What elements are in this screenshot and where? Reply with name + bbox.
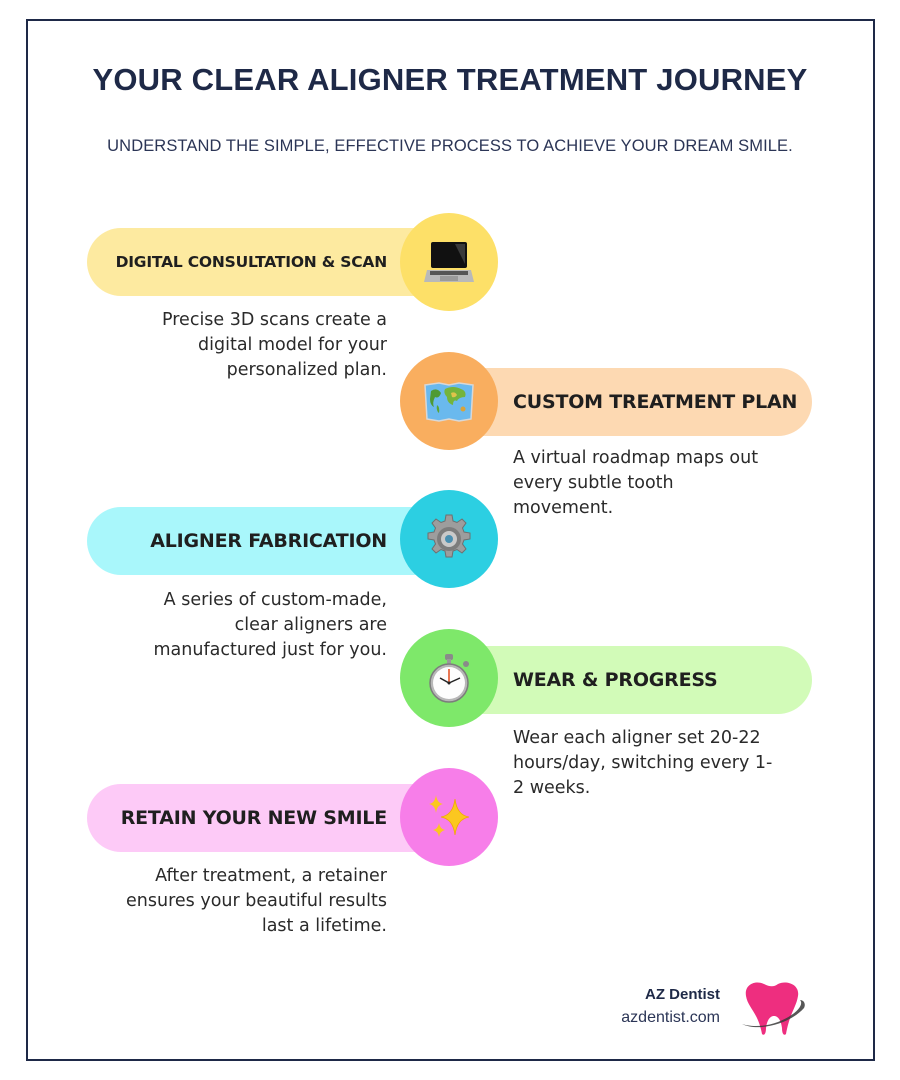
step-3-icon-circle	[400, 490, 498, 588]
step-4-title: WEAR & PROGRESS	[513, 669, 718, 691]
step-1-pill: DIGITAL CONSULTATION & SCAN	[87, 228, 447, 296]
brand-block: AZ Dentist azdentist.com	[621, 986, 720, 1027]
step-4-icon-circle	[400, 629, 498, 727]
step-1-title: DIGITAL CONSULTATION & SCAN	[115, 253, 388, 271]
page-subtitle: UNDERSTAND THE SIMPLE, EFFECTIVE PROCESS…	[107, 137, 793, 155]
step-5-pill: RETAIN YOUR NEW SMILE	[87, 784, 447, 852]
step-1-icon-circle	[400, 213, 498, 311]
world-map-icon	[424, 382, 474, 422]
step-2-pill: CUSTOM TREATMENT PLAN	[450, 368, 812, 436]
page-title: YOUR CLEAR ALIGNER TREATMENT JOURNEY	[92, 62, 808, 97]
tooth-logo-icon	[742, 982, 805, 1035]
step-2-description: A virtual roadmap maps out every subtle …	[513, 448, 759, 518]
step-2-icon-circle	[400, 352, 498, 450]
step-5-icon-circle	[400, 768, 498, 866]
step-3-description: A series of custom-made, clear aligners …	[153, 590, 388, 660]
gear-icon	[427, 514, 471, 558]
step-5-description: After treatment, a retainer ensures your…	[126, 866, 387, 936]
sparkles-icon	[429, 795, 470, 837]
brand-url: azdentist.com	[621, 1009, 720, 1026]
step-2-title: CUSTOM TREATMENT PLAN	[513, 391, 798, 413]
step-3-title: ALIGNER FABRICATION	[150, 530, 387, 552]
step-4-pill: WEAR & PROGRESS	[450, 646, 812, 714]
step-1-description: Precise 3D scans create a digital model …	[162, 310, 387, 380]
step-5-title: RETAIN YOUR NEW SMILE	[120, 807, 387, 829]
stopwatch-icon	[429, 654, 469, 703]
laptop-icon	[424, 242, 474, 282]
step-4-description: Wear each aligner set 20-22 hours/day, s…	[513, 728, 773, 798]
step-3-pill: ALIGNER FABRICATION	[87, 507, 447, 575]
brand-name: AZ Dentist	[645, 986, 720, 1003]
